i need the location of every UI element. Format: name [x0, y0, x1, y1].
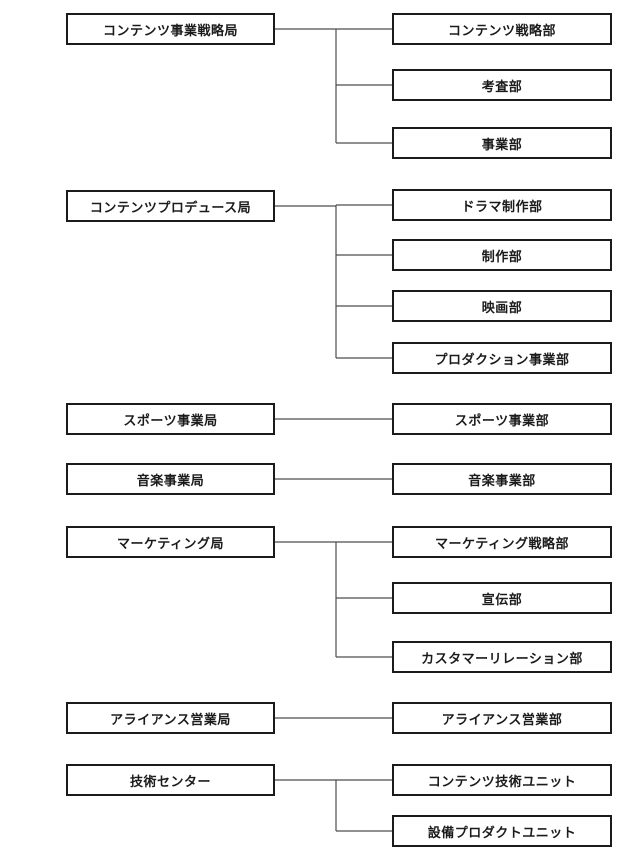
department-box-label: プロダクション事業部: [434, 351, 570, 367]
department-box-label: 音楽事業部: [468, 472, 536, 488]
department-box: スポーツ事業部: [392, 403, 612, 435]
department-box-label: 事業部: [481, 136, 523, 152]
department-box-label: マーケティング戦略部: [435, 535, 569, 551]
bureau-box: マーケティング局: [66, 526, 275, 558]
bureau-box: 音楽事業局: [66, 463, 275, 495]
bureau-box: コンテンツ事業戦略局: [66, 13, 275, 45]
department-box-label: コンテンツ戦略部: [447, 22, 556, 38]
bureau-box: スポーツ事業局: [66, 403, 275, 435]
department-box: コンテンツ技術ユニット: [392, 764, 612, 796]
department-box: コンテンツ戦略部: [392, 13, 612, 45]
department-box-label: アライアンス営業部: [441, 711, 563, 727]
department-box: 宣伝部: [392, 582, 612, 614]
bureau-box: アライアンス営業局: [66, 702, 275, 734]
department-box-label: スポーツ事業部: [454, 412, 550, 428]
bureau-box-label: スポーツ事業局: [123, 412, 218, 428]
department-box-label: 考査部: [481, 78, 523, 94]
department-box-label: コンテンツ技術ユニット: [427, 773, 577, 789]
department-box: 考査部: [392, 69, 612, 101]
department-box-label: 設備プロダクトユニット: [427, 824, 577, 840]
department-box: 事業部: [392, 127, 612, 159]
department-box: カスタマーリレーション部: [392, 641, 612, 673]
bureau-box-label: コンテンツプロデュース局: [89, 199, 252, 215]
department-box: 映画部: [392, 290, 612, 322]
department-box: プロダクション事業部: [392, 342, 612, 374]
bureau-box: 技術センター: [66, 764, 275, 796]
department-box: アライアンス営業部: [392, 702, 612, 734]
department-box-label: 映画部: [481, 299, 523, 315]
department-box-label: ドラマ制作部: [461, 198, 543, 214]
department-box-label: カスタマーリレーション部: [421, 650, 583, 666]
department-box: マーケティング戦略部: [392, 526, 612, 558]
department-box-label: 宣伝部: [481, 591, 523, 607]
department-box: 音楽事業部: [392, 463, 612, 495]
bureau-box: コンテンツプロデュース局: [66, 190, 275, 222]
department-box: 設備プロダクトユニット: [392, 815, 612, 847]
bureau-box-label: マーケティング局: [117, 535, 224, 551]
bureau-box-label: 音楽事業局: [136, 472, 205, 488]
department-box-label: 制作部: [481, 248, 523, 264]
department-box: 制作部: [392, 239, 612, 271]
bureau-box-label: 技術センター: [129, 773, 211, 789]
department-box: ドラマ制作部: [392, 189, 612, 221]
bureau-box-label: アライアンス営業局: [110, 711, 231, 727]
bureau-box-label: コンテンツ事業戦略局: [102, 22, 238, 38]
